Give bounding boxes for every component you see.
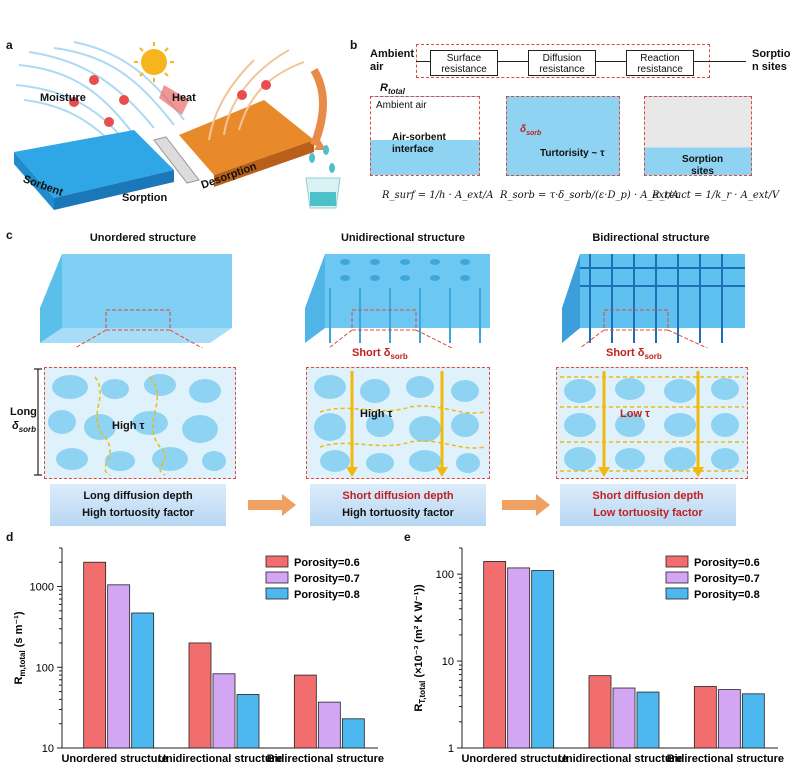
structure-title-unordered: Unordered structure (89, 232, 197, 244)
surface-detail-box (370, 96, 480, 176)
x-tick-label: Unidirectional structure (558, 753, 682, 765)
caption-arrows (248, 494, 550, 516)
bar (83, 561, 107, 749)
panel-a-illustration (14, 41, 341, 210)
bar (236, 694, 260, 749)
panel-e-label: e (404, 530, 411, 544)
bar (188, 642, 212, 749)
sorption-sites-label: Sorptio n sites (752, 48, 791, 73)
diffusion-resistance-box: Diffusion resistance (528, 50, 596, 76)
panel-c-label: c (6, 228, 13, 242)
legend-swatch (665, 571, 689, 584)
high-tau-unidirectional: High τ (360, 408, 393, 420)
panel-a-label: a (6, 38, 13, 52)
long-label: Long (10, 406, 37, 418)
bar (212, 673, 236, 749)
legend-label: Porosity=0.8 (694, 589, 760, 601)
y-tick-label: 10 (42, 743, 54, 755)
bar (741, 693, 765, 749)
delta-sorb-label: δsorb (520, 124, 542, 137)
bar (612, 687, 636, 749)
bar (131, 612, 155, 749)
bar (717, 689, 741, 749)
panel-d-label: d (6, 530, 14, 544)
heat-label: Heat (172, 92, 196, 104)
legend-label: Porosity=0.6 (694, 557, 760, 569)
y-tick-label: 10 (442, 656, 454, 668)
y-tick-label: 1000 (30, 582, 54, 594)
reaction-sorption-sites: Sorption sites (682, 154, 724, 177)
zoom-pores (34, 368, 744, 477)
x-tick-label: Bidirectional structure (267, 753, 384, 765)
moisture-label: Moisture (40, 92, 86, 104)
air-sorbent-interface-label: Air-sorbent interface (392, 132, 446, 155)
short-delta-unidirectional: Short δsorb (352, 347, 408, 362)
short-delta-bidirectional: Short δsorb (606, 347, 662, 362)
r-total-label: Rtotal (380, 82, 405, 97)
surface-resistance-box: Surface resistance (430, 50, 498, 76)
x-tick-label: Unidirectional structure (158, 753, 282, 765)
surface-ambient-air: Ambient air (376, 100, 427, 111)
bar (483, 561, 507, 749)
sorption-label: Sorption (122, 192, 168, 204)
diffusion-detail-box (506, 96, 620, 176)
structure-title-bidirectional: Bidirectional structure (592, 232, 710, 244)
bar (531, 570, 555, 749)
tortuosity-label: Turtorisity ~ τ (540, 148, 605, 159)
legend-label: Porosity=0.8 (294, 589, 360, 601)
y-tick-label: 1 (448, 743, 454, 755)
legend-swatch (265, 555, 289, 568)
y-axis-label: RT,total (×10⁻³ (m² K W⁻¹)) (413, 584, 427, 712)
low-tau-bidirectional: Low τ (620, 408, 650, 420)
long-delta-label: δsorb (12, 420, 37, 435)
ambient-air-label: Ambient air (370, 48, 414, 73)
x-tick-label: Unordered structure (61, 753, 167, 765)
legend-swatch (665, 587, 689, 600)
legend-label: Porosity=0.7 (694, 573, 760, 585)
legend-swatch (665, 555, 689, 568)
legend-swatch (265, 571, 289, 584)
bar (341, 718, 365, 749)
reaction-resistance-box: Reaction resistance (626, 50, 694, 76)
x-tick-label: Unordered structure (461, 753, 567, 765)
bar (693, 686, 717, 749)
bar (588, 675, 612, 749)
formula-react: R_react = 1/k_r · A_ext/V (652, 190, 780, 201)
bar (317, 701, 341, 749)
formula-surface: R_surf = 1/h · A_ext/A (382, 190, 494, 201)
formula-sorb: R_sorb = τ·δ_sorb/(ε·D_p) · A_ext/A (500, 190, 679, 201)
y-axis-label: Rm,total (s m⁻¹) (13, 611, 27, 684)
structure-title-unidirectional: Unidirectional structure (340, 232, 466, 244)
bar (107, 584, 131, 749)
legend-label: Porosity=0.6 (294, 557, 360, 569)
high-tau-unordered: High τ (112, 420, 145, 432)
bar (507, 567, 531, 749)
y-tick-label: 100 (436, 569, 454, 581)
reaction-detail-box (644, 96, 752, 176)
legend-swatch (265, 587, 289, 600)
x-tick-label: Bidirectional structure (667, 753, 784, 765)
y-tick-label: 100 (36, 662, 54, 674)
panel-b-label: b (350, 38, 358, 52)
bar (293, 674, 317, 749)
structure-blocks (40, 254, 745, 348)
bar (636, 691, 660, 749)
legend-label: Porosity=0.7 (294, 573, 360, 585)
